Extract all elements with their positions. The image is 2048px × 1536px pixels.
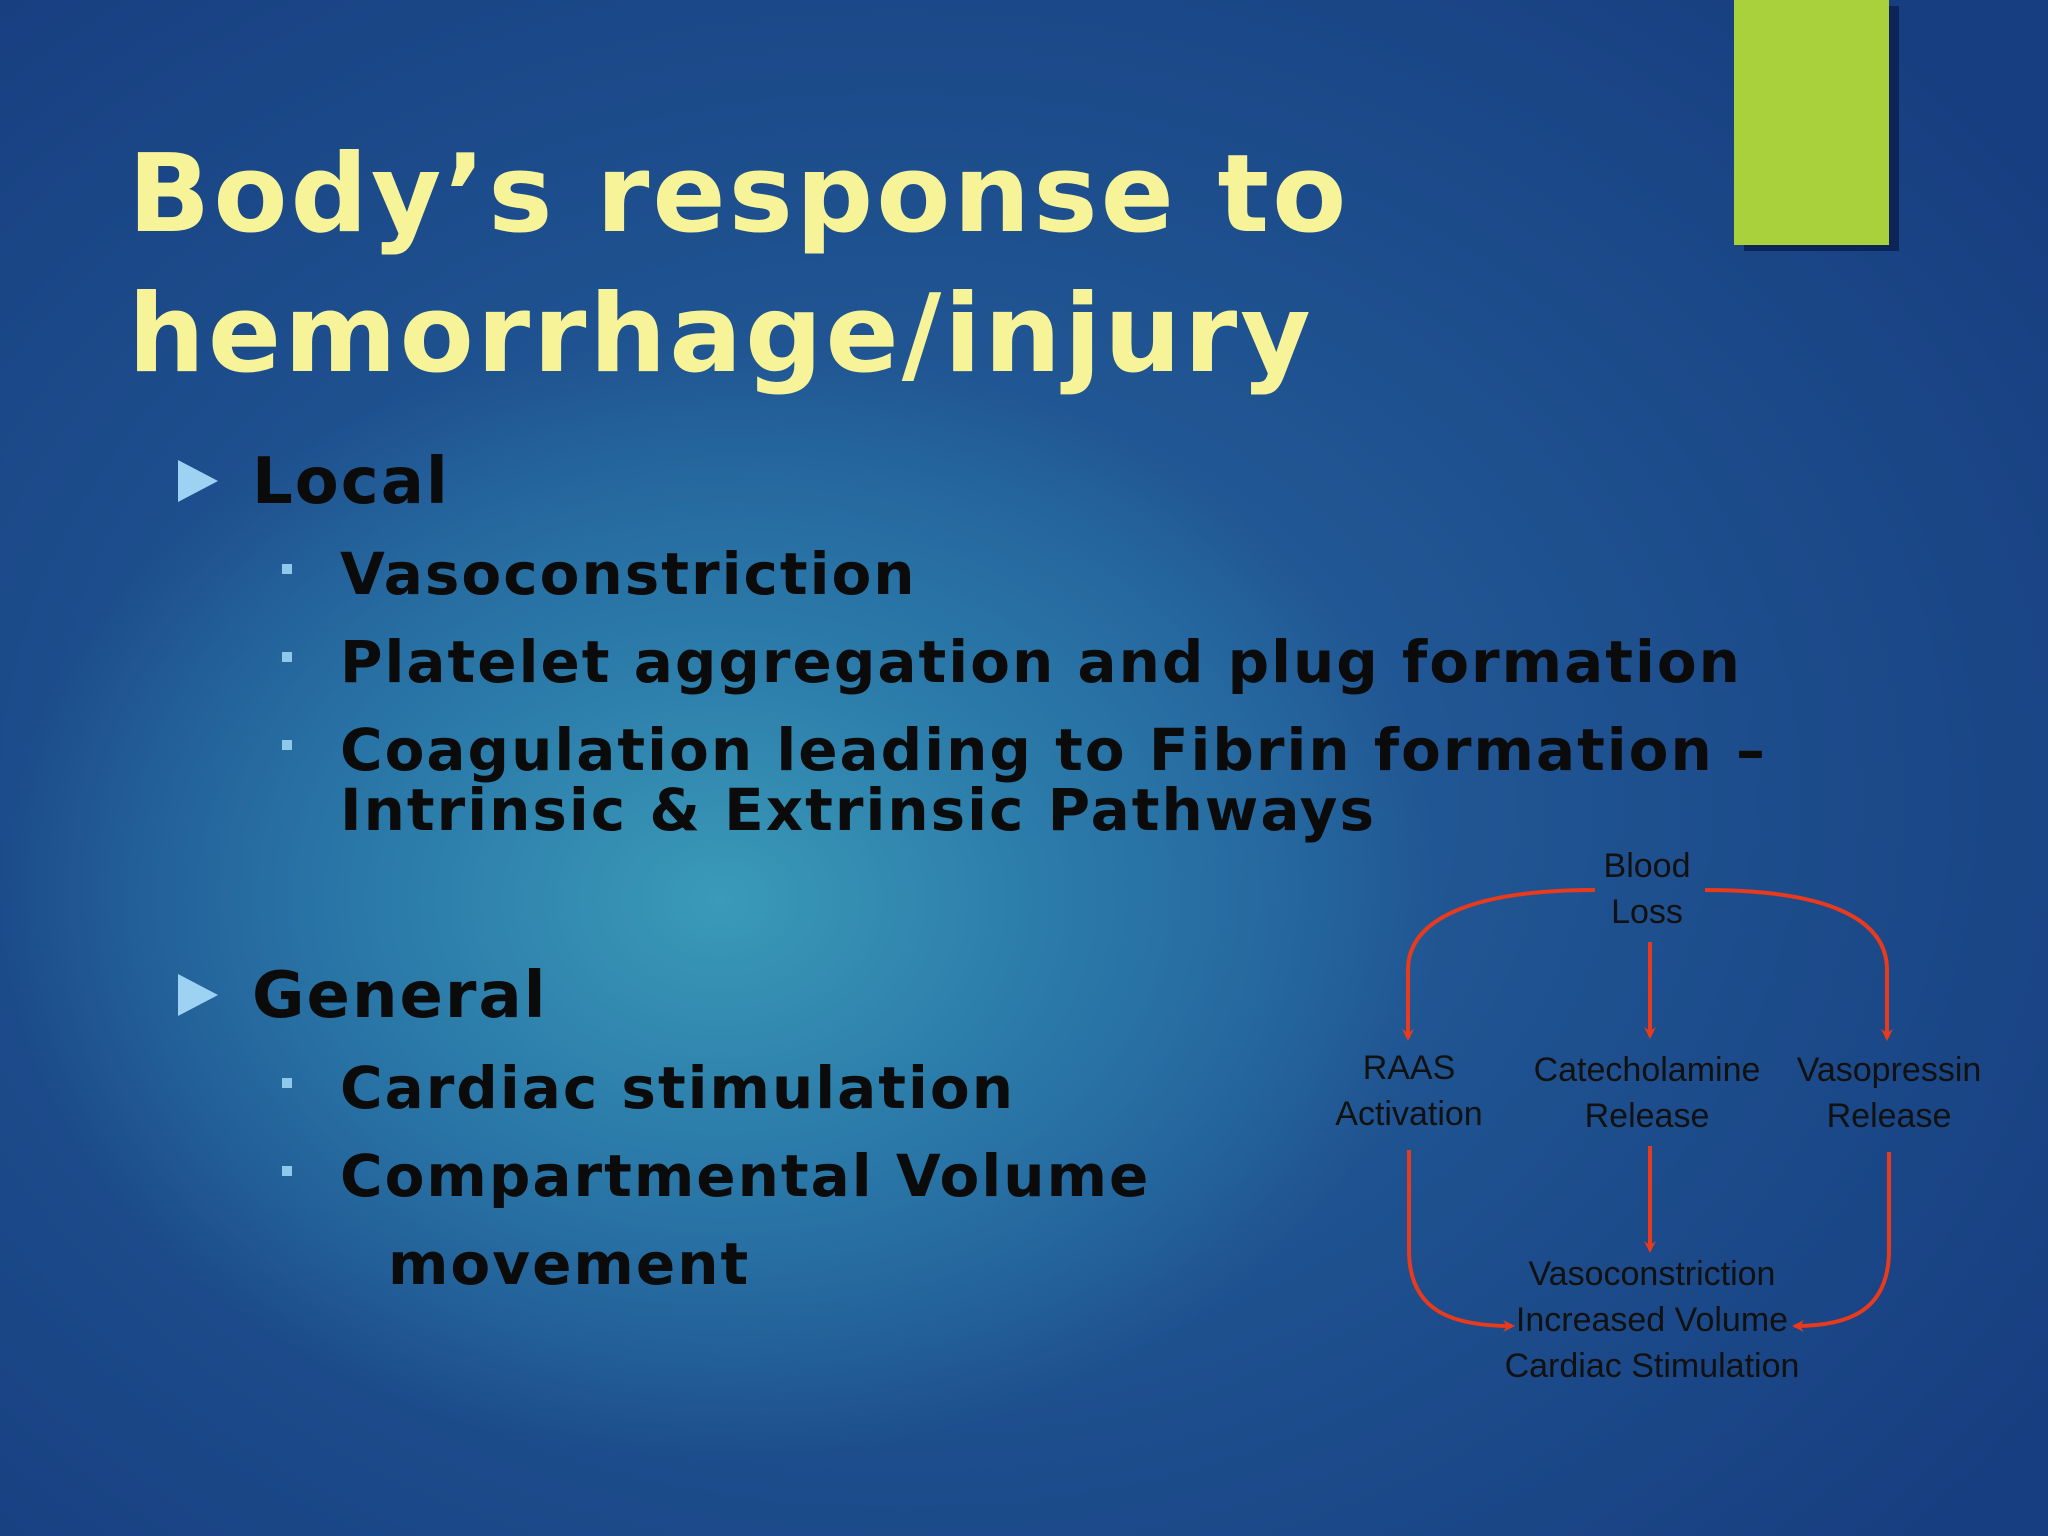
node-bottom-line2: Increased Volume bbox=[1516, 1301, 1788, 1339]
node-bottom-line1: Vasoconstriction bbox=[1529, 1255, 1776, 1293]
node-left-line1: RAAS bbox=[1363, 1049, 1456, 1087]
triangle-bullet-icon bbox=[178, 974, 218, 1016]
arrow-top-to-right bbox=[1704, 888, 1893, 1041]
square-bullet-icon bbox=[282, 1078, 292, 1088]
slide-title: Body’s response to hemorrhage/injury bbox=[128, 125, 1349, 405]
arrow-top-to-left bbox=[1402, 888, 1596, 1041]
sub-bullet-text: Vasoconstriction bbox=[340, 540, 917, 608]
triangle-bullet-icon bbox=[178, 460, 218, 502]
title-line-1: Body’s response to bbox=[128, 132, 1350, 257]
sub-bullet-text: Coagulation leading to Fibrin formation … bbox=[340, 716, 1768, 844]
square-bullet-icon bbox=[282, 564, 292, 574]
sub-bullet-text: Platelet aggregation and plug formation bbox=[340, 628, 1742, 696]
blood-loss-flow-diagram: Blood Loss RAAS Activation Catecholamine… bbox=[1335, 847, 1982, 1385]
square-bullet-icon bbox=[282, 740, 292, 750]
sub-bullet-text: Compartmental Volume bbox=[340, 1142, 1151, 1210]
node-right-line2: Release bbox=[1827, 1097, 1952, 1135]
accent-bar bbox=[1734, 0, 1889, 245]
bullet-heading: General bbox=[252, 959, 548, 1033]
bullet-heading: Local bbox=[252, 445, 450, 519]
arrow-left-to-bottom bbox=[1407, 1150, 1515, 1332]
node-top-line1: Blood bbox=[1604, 847, 1691, 885]
node-center-line2: Release bbox=[1585, 1097, 1710, 1135]
sub-bullet-text: movement bbox=[388, 1230, 751, 1298]
title-line-2: hemorrhage/injury bbox=[128, 272, 1314, 397]
node-top-line2: Loss bbox=[1611, 893, 1683, 931]
node-left-line2: Activation bbox=[1335, 1095, 1482, 1133]
square-bullet-icon bbox=[282, 1166, 292, 1176]
square-bullet-icon bbox=[282, 652, 292, 662]
node-center-line1: Catecholamine bbox=[1534, 1051, 1761, 1089]
node-bottom-line3: Cardiac Stimulation bbox=[1505, 1347, 1800, 1385]
arrow-right-to-bottom bbox=[1792, 1152, 1891, 1332]
node-right-line1: Vasopressin bbox=[1797, 1051, 1982, 1089]
sub-bullet-text: Cardiac stimulation bbox=[340, 1054, 1016, 1122]
